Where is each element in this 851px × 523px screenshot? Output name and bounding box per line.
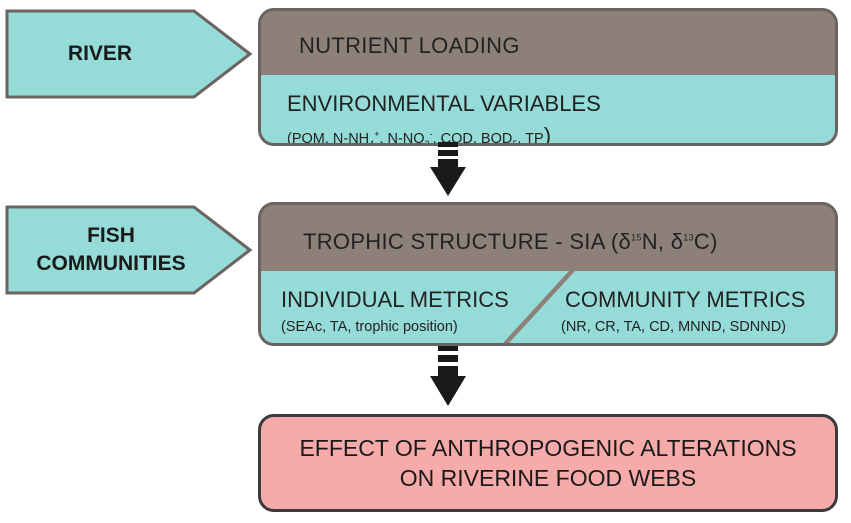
nutrient-loading-header: NUTRIENT LOADING [261,11,835,75]
trophic-structure-box: TROPHIC STRUCTURE - SIA (δ15N, δ13C) IND… [258,202,838,346]
effect-result-line1: EFFECT OF ANTHROPOGENIC ALTERATIONS [299,435,797,461]
community-metrics-list: (NR, CR, TA, CD, MNND, SDNND) [561,319,787,335]
metrics-panel-shape [261,271,835,343]
individual-metrics-list: (SEAc, TA, trophic position) [281,319,458,335]
nutrient-loading-box: NUTRIENT LOADING ENVIRONMENTAL VARIABLES… [258,8,838,146]
effect-result-line2: ON RIVERINE FOOD WEBS [399,465,697,491]
fish-text: FISH [87,224,135,247]
down-arrow-2 [430,346,466,406]
trophic-structure-header: TROPHIC STRUCTURE - SIA (δ15N, δ13C) [261,205,835,271]
environmental-variables-panel: ENVIRONMENTAL VARIABLES (POM, N-NH4+, N-… [261,75,835,143]
river-pentagon [5,9,253,99]
environmental-variables-title: ENVIRONMENTAL VARIABLES [287,91,601,116]
environmental-variables-list: (POM, N-NH4+, N-NO3-, COD, BOD5, TP) [287,123,552,146]
fish-communities-pentagon [5,205,253,295]
nutrient-loading-title: NUTRIENT LOADING [299,33,520,58]
river-label: RIVER [4,8,196,100]
trophic-structure-title: TROPHIC STRUCTURE - SIA (δ15N, δ13C) [303,229,718,254]
fish-communities-label: FISH COMMUNITIES [4,204,218,296]
effect-result-box: EFFECT OF ANTHROPOGENIC ALTERATIONS ON R… [258,414,838,512]
individual-metrics-title: INDIVIDUAL METRICS [281,287,509,312]
community-metrics-title: COMMUNITY METRICS [565,287,806,312]
river-text: RIVER [67,42,133,65]
down-arrow-1 [430,142,466,196]
communities-text: COMMUNITIES [36,252,186,275]
